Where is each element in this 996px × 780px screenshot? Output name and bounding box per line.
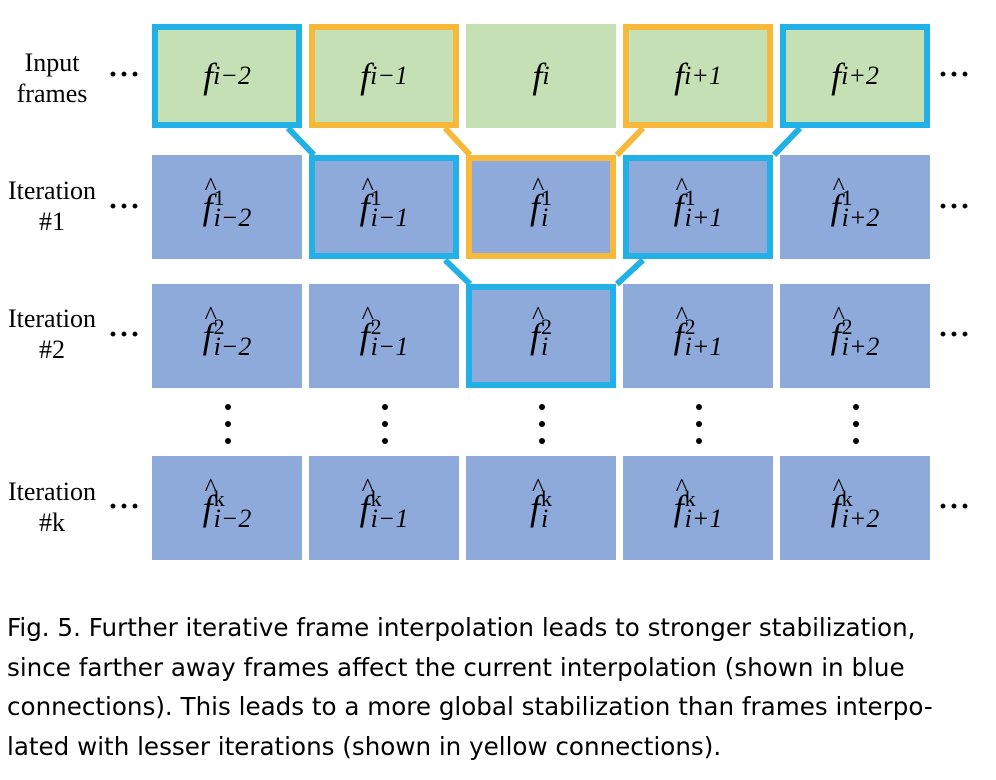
connection-lines: [285, 125, 803, 287]
iter1-frame-i-2: f1i−2: [152, 155, 302, 259]
caption-line-2: since farther away frames affect the cur…: [7, 652, 905, 682]
iter2-frame-i: f2i: [466, 284, 616, 388]
iterk-frame-i+2: fki+2: [780, 456, 930, 560]
caption-line-4: lated with lesser iterations (shown in y…: [7, 731, 722, 761]
iter1-frame-i+2: f1i+2: [780, 155, 930, 259]
iter2-frame-i+2: f2i+2: [780, 284, 930, 388]
ellipsis-right-iter1: ···: [938, 190, 972, 223]
ellipsis-right-input: ···: [938, 58, 972, 91]
iterk-frame-i+1: fki+1: [623, 456, 773, 560]
ellipsis-left-input: ···: [108, 58, 142, 91]
blue-connector-left-top: [285, 125, 317, 158]
ellipsis-left-iter1: ···: [108, 190, 142, 223]
row-label-iteration-2: Iteration#2: [7, 304, 97, 364]
figure-caption: Fig. 5. Further iterative frame interpol…: [7, 608, 987, 766]
vertical-ellipsis-col4: [694, 404, 704, 444]
iterk-frame-i: fki: [466, 456, 616, 560]
ellipsis-left-iter2: ···: [108, 318, 142, 351]
iter2-frame-i+1: f2i+1: [623, 284, 773, 388]
iter1-frame-i: f1i: [466, 155, 616, 259]
blue-connector-right-top: [771, 125, 803, 158]
yellow-connector-right: [614, 125, 646, 158]
caption-line-3: connections). This leads to a more globa…: [7, 692, 933, 721]
row-label-iteration-k: Iteration#k: [7, 477, 97, 537]
ellipsis-right-iterk: ···: [938, 490, 972, 523]
blue-connector-right-mid: [614, 257, 646, 287]
iter1-frame-i+1: f1i+1: [623, 155, 773, 259]
vertical-ellipsis-col5: [851, 404, 861, 444]
caption-line-1: Fig. 5. Further iterative frame interpol…: [7, 613, 916, 642]
iter2-frame-i-1: f2i−1: [309, 284, 459, 388]
iter2-frame-i-2: f2i−2: [152, 284, 302, 388]
vertical-ellipsis-col2: [380, 404, 390, 444]
iter1-frame-i-1: f1i−1: [309, 155, 459, 259]
blue-connector-left-mid: [442, 257, 473, 287]
vertical-ellipsis-col1: [223, 404, 233, 444]
yellow-connector-left: [442, 125, 473, 158]
iterk-frame-i-2: fki−2: [152, 456, 302, 560]
ellipsis-right-iter2: ···: [938, 318, 972, 351]
iterk-frame-i-1: fki−1: [309, 456, 459, 560]
vertical-ellipsis-col3: [537, 404, 547, 444]
ellipsis-left-iterk: ···: [108, 490, 142, 523]
row-label-iteration-1: Iteration#1: [7, 176, 97, 236]
